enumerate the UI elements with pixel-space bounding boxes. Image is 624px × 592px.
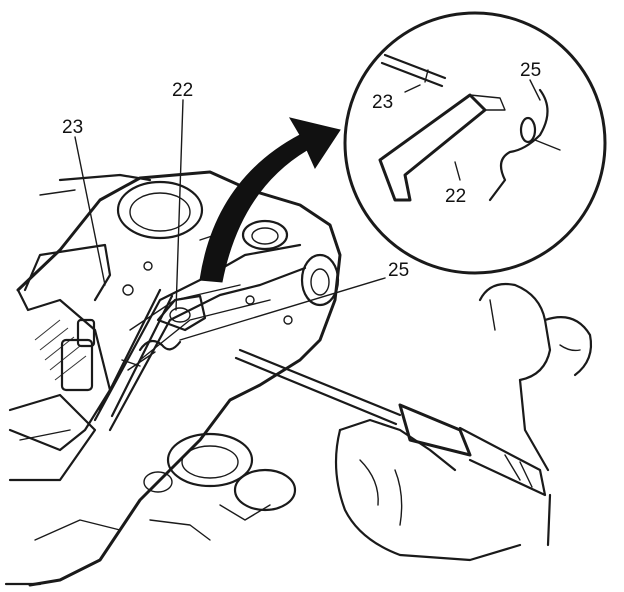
- callout-22-main: 22: [172, 80, 193, 101]
- callout-25-inset: 25: [520, 60, 541, 81]
- transmission-housing: [8, 170, 342, 587]
- screwdriver-icon: [234, 348, 547, 497]
- housing-shading: [34, 319, 87, 381]
- hand-illustration: [334, 282, 593, 562]
- parking-rod-inset: [380, 53, 447, 88]
- direction-arrow-icon: [199, 117, 341, 283]
- pawl-spring-main: [127, 339, 182, 371]
- detail-inset: [343, 11, 607, 275]
- callout-23-main: 23: [62, 117, 83, 138]
- callout-22-inset: 22: [445, 186, 466, 207]
- parking-pawl-inset: [378, 93, 506, 202]
- leader-lines: [74, 79, 541, 341]
- callout-23-inset: 23: [372, 92, 393, 113]
- pawl-spring-inset: [488, 88, 561, 202]
- callout-25-main: 25: [388, 260, 409, 281]
- parking-pawl-main: [156, 294, 207, 332]
- bolt-icon: [76, 318, 96, 348]
